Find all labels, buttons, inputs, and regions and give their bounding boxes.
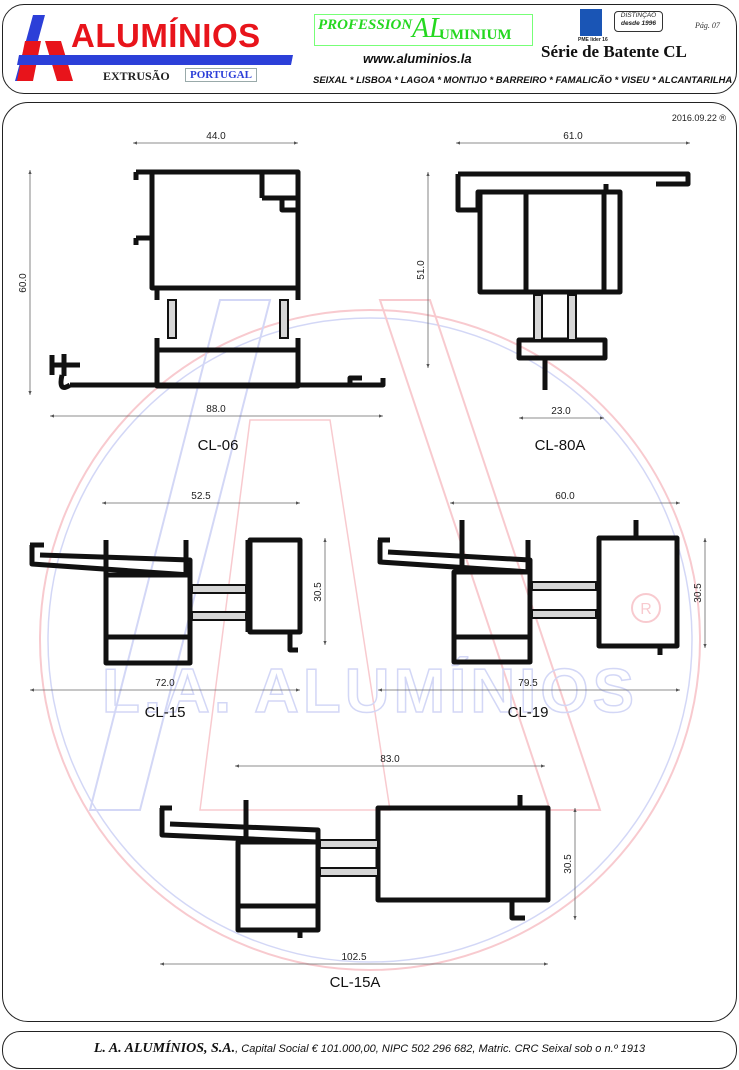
company-logo (15, 15, 293, 81)
header: ALUMÍNIOS EXTRUSÃO PORTUGAL PROFESSION A… (2, 4, 737, 94)
logo-part: AL (412, 13, 445, 44)
locations-list: SEIXAL * LISBOA * LAGOA * MONTIJO * BARR… (313, 75, 733, 86)
profile-code: CL-19 (508, 704, 549, 721)
dim-total: 88.0 (206, 404, 226, 415)
professional-aluminium-logo: PROFESSION AL UMINIUM (314, 13, 533, 46)
svg-text:R: R (640, 601, 652, 618)
profile-code: CL-15A (330, 974, 381, 991)
dim-height: 51.0 (416, 260, 427, 280)
website-link[interactable]: www.aluminios.la (363, 51, 472, 66)
footer-text: L. A. ALUMÍNIOS, S.A., Capital Social € … (3, 1041, 736, 1057)
dim-height: 30.5 (563, 854, 574, 874)
profile-cl-19 (377, 520, 680, 665)
dim-height: 60.0 (18, 273, 29, 293)
dim-width: 61.0 (563, 131, 583, 142)
distinction-line1: DISTINÇÃO (620, 12, 657, 19)
dim-height: 30.5 (313, 582, 324, 602)
thermal-strips (167, 294, 597, 877)
dim-total: 72.0 (155, 678, 175, 689)
dim-total: 79.5 (518, 678, 538, 689)
logo-part: PROFESSION (318, 17, 413, 33)
company-details: , Capital Social € 101.000,00, NIPC 502 … (235, 1043, 646, 1055)
profile-cl-80a (455, 171, 691, 390)
profile-cl-06 (49, 169, 386, 390)
company-name: L. A. ALUMÍNIOS, S.A. (93, 1041, 236, 1056)
portugal-label: PORTUGAL (185, 68, 257, 82)
series-title: Série de Batente CL (541, 42, 687, 61)
dim-width: 60.0 (555, 491, 575, 502)
dimension-lines (28, 141, 707, 966)
dim-total: 102.5 (341, 952, 366, 963)
footer: L. A. ALUMÍNIOS, S.A., Capital Social € … (2, 1031, 737, 1069)
logo-part: UMINIUM (439, 27, 512, 43)
dim-width: 52.5 (191, 491, 211, 502)
dim-width: 83.0 (380, 754, 400, 765)
pme-lider-badge-icon (580, 9, 602, 36)
pme-label: PME líder 16 (578, 37, 608, 43)
dim-total: 23.0 (551, 406, 571, 417)
logo-word: ALUMÍNIOS (71, 17, 261, 54)
profile-code: CL-06 (198, 437, 239, 454)
revision-date: 2016.09.22 ® (671, 113, 726, 123)
dim-height: 30.5 (693, 583, 704, 603)
profile-cl-15 (29, 537, 303, 666)
profile-code: CL-15 (145, 704, 186, 721)
distinction-badge: DISTINÇÃO desde 1996 (614, 11, 663, 32)
profile-code: CL-80A (535, 437, 586, 454)
distinction-line2: desde 1996 (620, 20, 657, 27)
extrusao-label: EXTRUSÃO (103, 69, 170, 83)
page-number: Pág. 07 (695, 21, 720, 30)
dim-width: 44.0 (206, 131, 226, 142)
profile-cl-15a (159, 795, 551, 938)
